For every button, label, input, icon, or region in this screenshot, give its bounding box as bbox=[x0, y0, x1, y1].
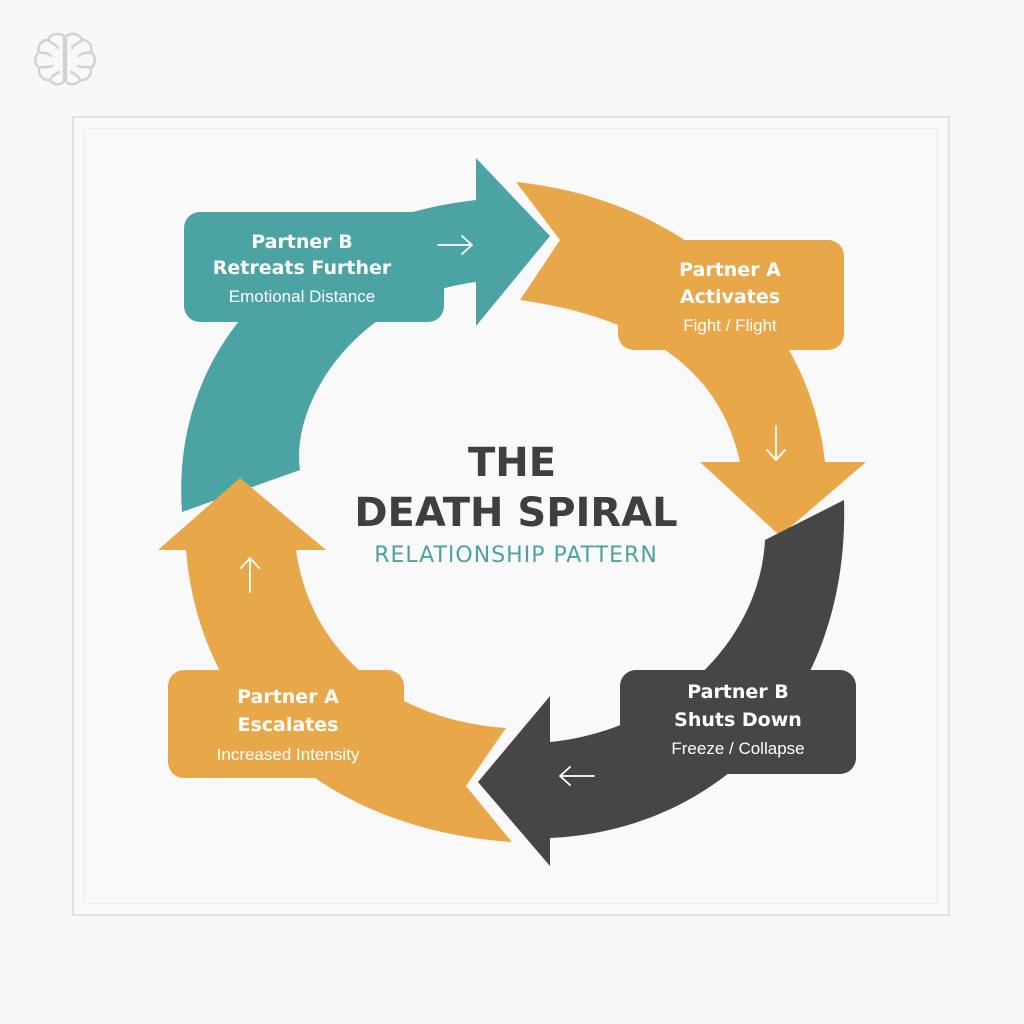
subtitle: RELATIONSHIP PATTERN bbox=[374, 543, 658, 568]
orange-arc-arrow-right bbox=[516, 182, 866, 536]
card-line1: Partner B bbox=[687, 681, 789, 703]
center-heading: THE DEATH SPIRAL RELATIONSHIP PATTERN bbox=[354, 440, 677, 568]
title-line1: THE bbox=[468, 440, 556, 486]
segment-partner-b-retreats bbox=[181, 158, 550, 512]
card-partner-b-shuts-down: Partner B Shuts Down Freeze / Collapse bbox=[620, 670, 856, 774]
arrow-left-icon bbox=[559, 766, 595, 786]
title-line2: DEATH SPIRAL bbox=[354, 490, 677, 536]
card-bg bbox=[618, 240, 844, 350]
teal-arc-arrow bbox=[181, 158, 550, 512]
dark-arc-arrow bbox=[478, 500, 845, 866]
card-detail: Emotional Distance bbox=[229, 287, 375, 306]
card-bg bbox=[184, 212, 444, 322]
card-line1: Partner B bbox=[251, 231, 353, 253]
card-line2: Retreats Further bbox=[213, 257, 392, 279]
arrow-up-icon bbox=[240, 557, 260, 593]
card-partner-a-activates: Partner A Activates Fight / Flight bbox=[618, 240, 844, 350]
brain-icon bbox=[34, 32, 96, 86]
card-line2: Shuts Down bbox=[674, 709, 802, 731]
card-line2: Escalates bbox=[238, 714, 339, 736]
card-detail: Increased Intensity bbox=[217, 745, 360, 764]
card-partner-b-retreats: Partner B Retreats Further Emotional Dis… bbox=[184, 212, 473, 322]
card-detail: Freeze / Collapse bbox=[671, 739, 804, 758]
card-line1: Partner A bbox=[679, 259, 781, 281]
card-line2: Activates bbox=[680, 286, 780, 308]
card-partner-a-escalates: Partner A Escalates Increased Intensity bbox=[168, 670, 404, 778]
card-detail: Fight / Flight bbox=[683, 316, 777, 335]
segment-partner-b-shuts-down bbox=[478, 500, 845, 866]
arrow-down-icon bbox=[766, 425, 786, 461]
card-bg bbox=[168, 670, 404, 778]
orange-arc-arrow-left bbox=[158, 478, 512, 842]
card-bg bbox=[620, 670, 856, 774]
card-line1: Partner A bbox=[237, 686, 339, 708]
segment-partner-a-activates bbox=[516, 182, 866, 536]
segment-partner-a-escalates bbox=[158, 478, 512, 842]
arrow-right-icon bbox=[437, 235, 473, 255]
